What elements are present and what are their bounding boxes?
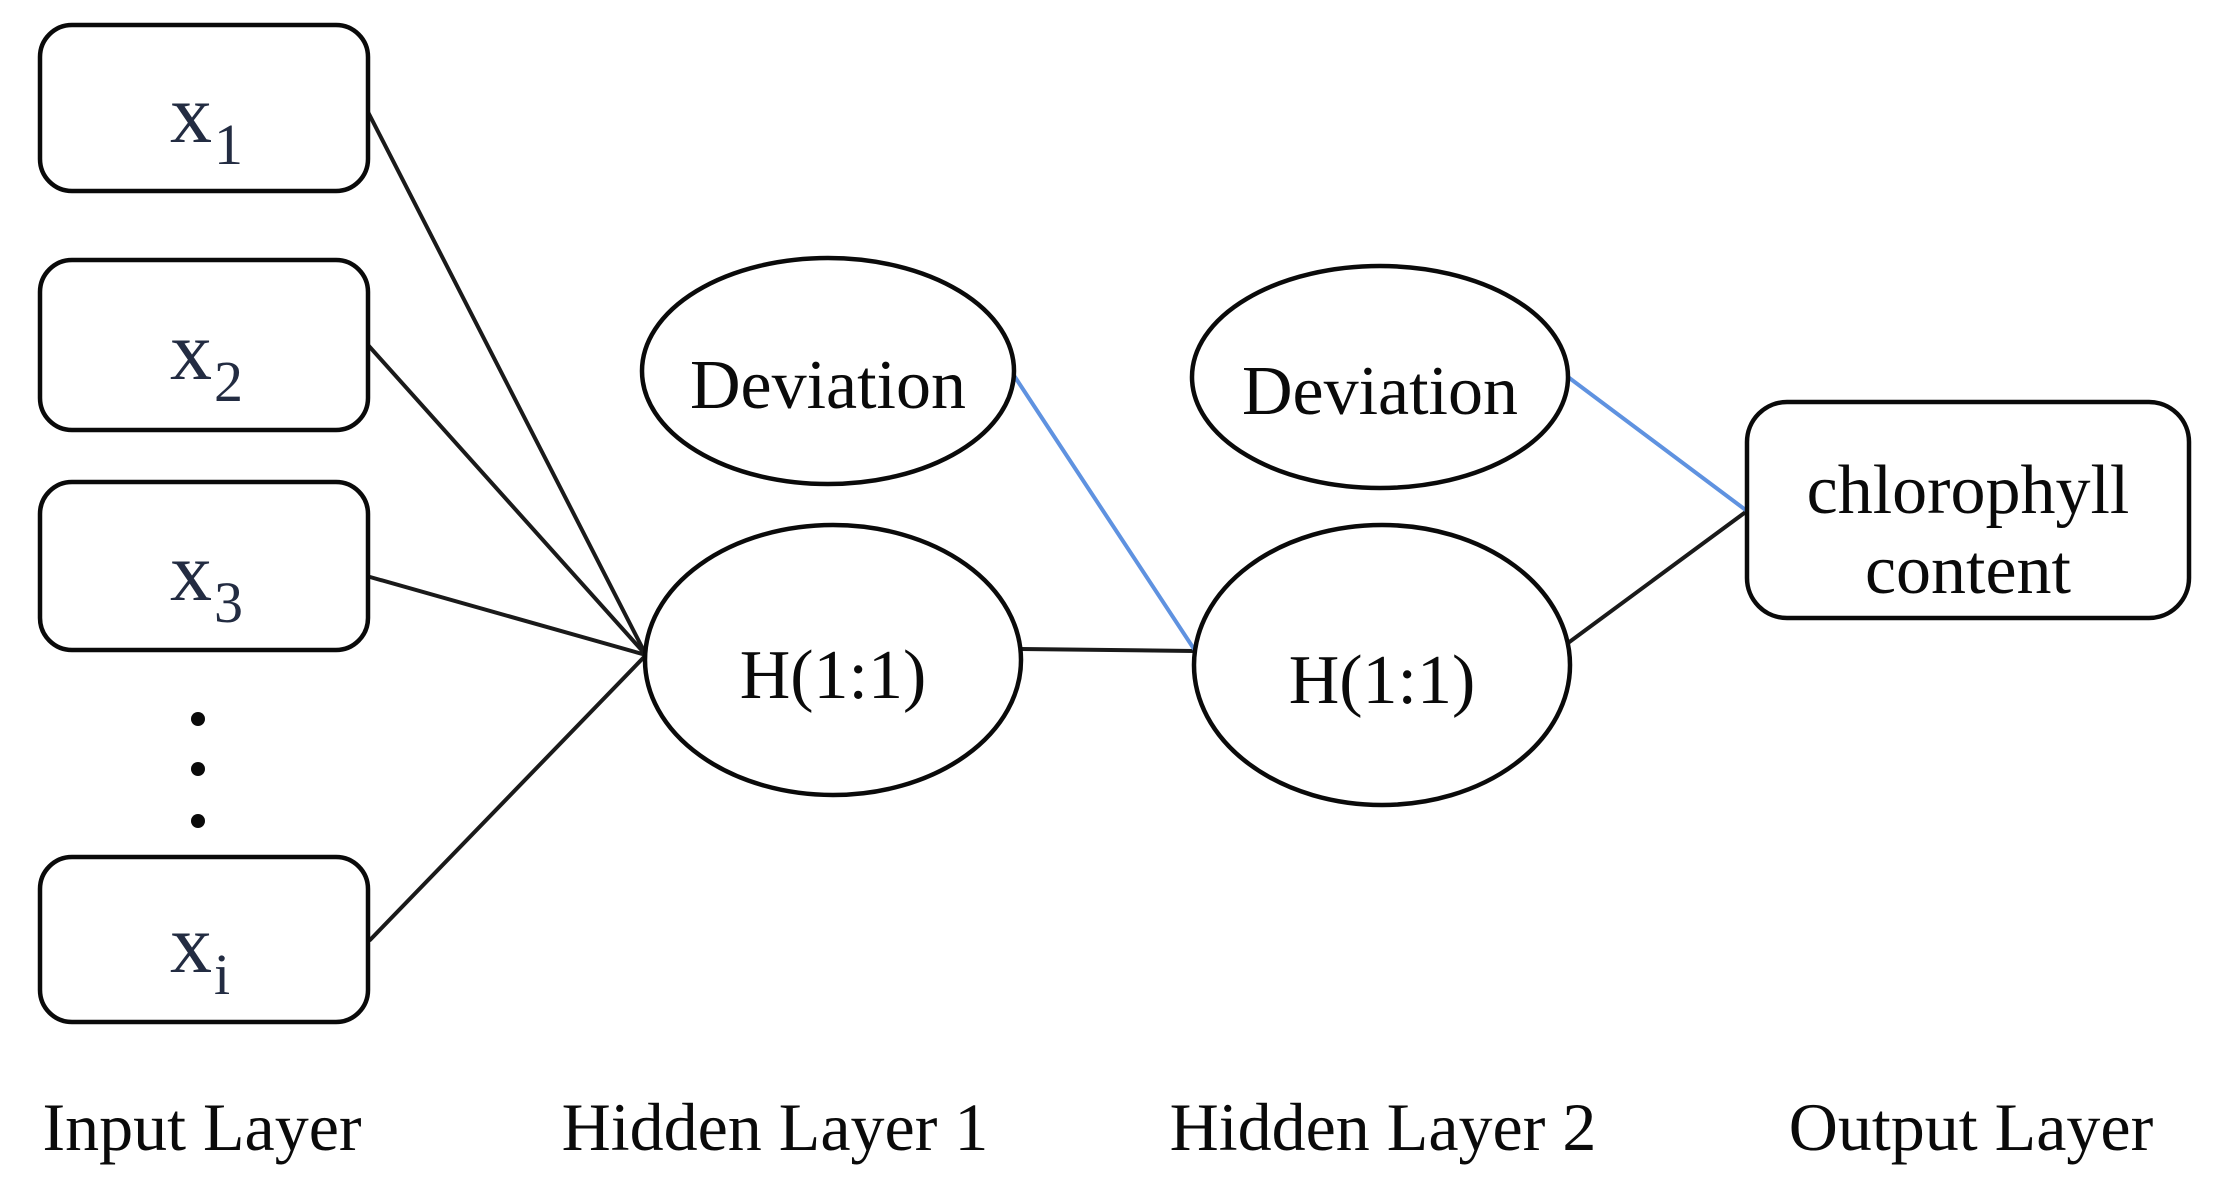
- input-node-x2-subscript: 2: [214, 349, 243, 414]
- edge-deviation2-output: [1566, 375, 1749, 513]
- hidden1-deviation-label: Deviation: [690, 347, 966, 424]
- hidden2-deviation-ellipse: [1189, 263, 1571, 491]
- input-node-x1-label: x: [170, 68, 212, 161]
- edge-h1-h2: [1019, 647, 1196, 653]
- hidden2-deviation-label: Deviation: [1242, 353, 1518, 430]
- edge-x3-h1: [368, 575, 648, 657]
- vertical-ellipsis-dot-1: [191, 712, 205, 726]
- input-node-x1-box: [37, 22, 371, 194]
- input-node-xi-box: [37, 854, 371, 1025]
- hidden1-deviation-ellipse: [639, 255, 1017, 487]
- input-node-x2-box: [37, 257, 371, 433]
- hidden-layer-2-label: Hidden Layer 2: [1170, 1089, 1597, 1165]
- edge-deviation1-h2: [1011, 372, 1196, 651]
- output-layer-label: Output Layer: [1789, 1089, 2154, 1165]
- hidden1-h-ellipse: [642, 522, 1024, 798]
- edge-x2-h1: [366, 343, 648, 657]
- input-node-x3-box: [37, 479, 371, 653]
- input-node-x3-subscript: 3: [214, 570, 243, 635]
- edge-h2-output: [1566, 509, 1749, 645]
- input-node-x3-label: x: [170, 526, 212, 619]
- input-node-xi-label: x: [170, 898, 212, 991]
- vertical-ellipsis-dot-3: [191, 814, 205, 828]
- output-node-box: [1744, 399, 2192, 621]
- input-node-x1-subscript: 1: [214, 112, 243, 177]
- hidden2-h-label: H(1:1): [1289, 642, 1476, 719]
- vertical-ellipsis-dot-2: [191, 762, 205, 776]
- output-node-label-line1: chlorophyll: [1807, 452, 2130, 529]
- hidden2-h-ellipse: [1191, 522, 1573, 808]
- output-node-label-line2: content: [1865, 532, 2072, 609]
- input-node-xi-subscript: i: [214, 942, 230, 1007]
- edge-x1-h1: [366, 110, 648, 657]
- hidden1-h-label: H(1:1): [740, 637, 927, 714]
- hidden-layer-1-label: Hidden Layer 1: [562, 1089, 989, 1165]
- edge-xi-h1: [368, 653, 648, 942]
- input-layer-label: Input Layer: [42, 1089, 361, 1165]
- input-node-x2-label: x: [170, 305, 212, 398]
